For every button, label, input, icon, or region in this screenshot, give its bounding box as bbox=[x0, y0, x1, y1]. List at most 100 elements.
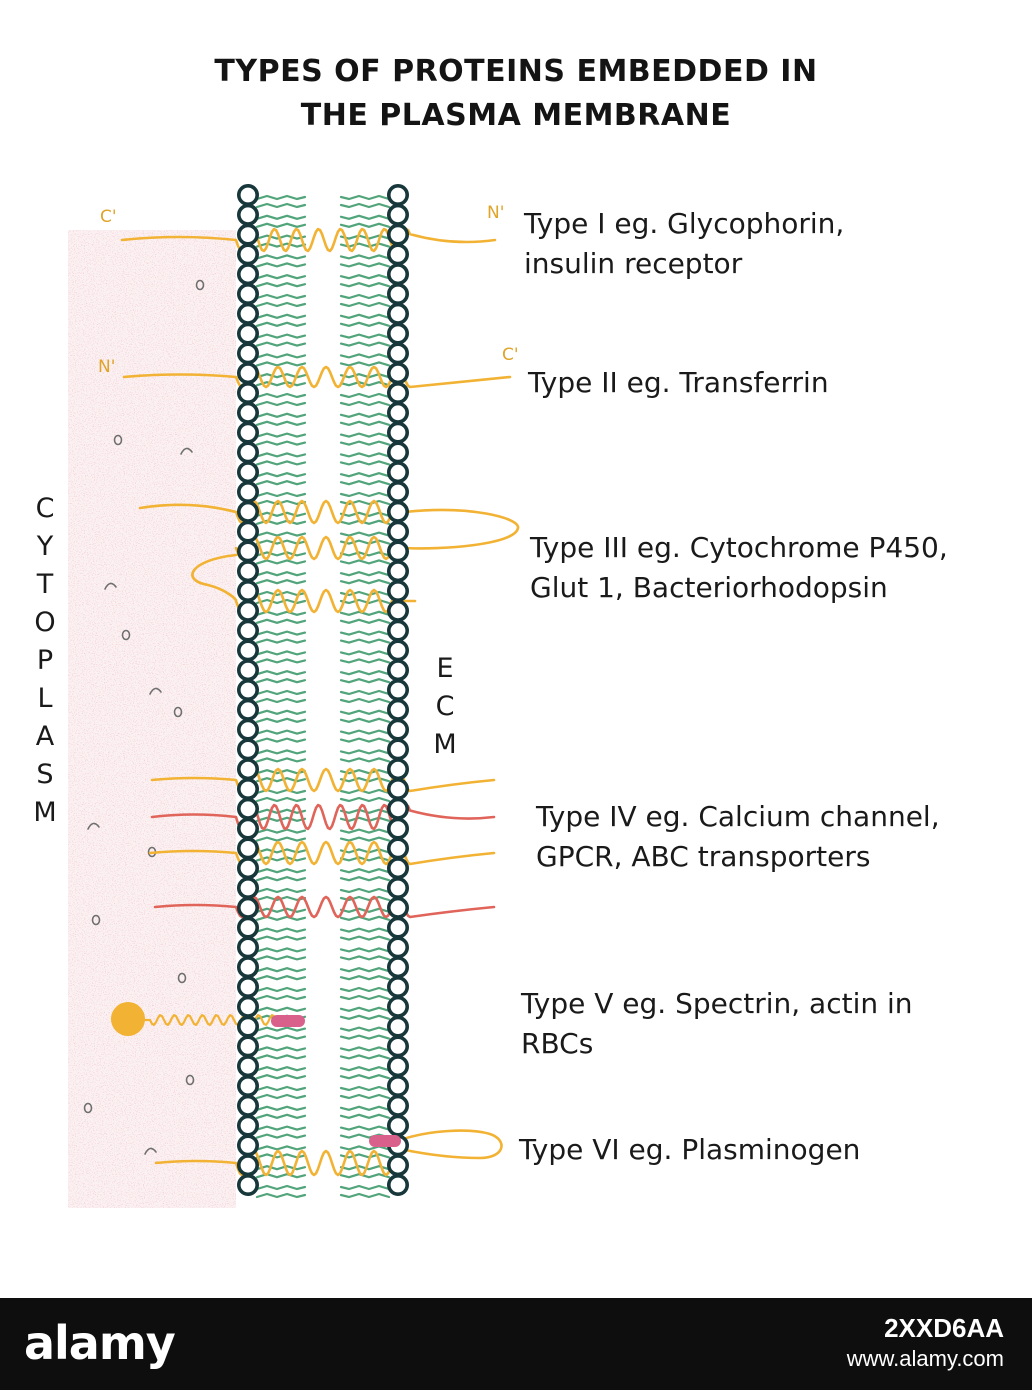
lipid-tail bbox=[339, 341, 391, 347]
lipid-tail bbox=[339, 729, 391, 735]
type-4-line-1: Type IV eg. Calcium channel, bbox=[536, 800, 940, 833]
type-1-n-terminus: N' bbox=[487, 203, 504, 223]
phospholipid-head bbox=[237, 263, 260, 286]
watermark-footer: alamy 2XXD6AA www.alamy.com bbox=[0, 1298, 1032, 1390]
lipid-tail bbox=[255, 1145, 307, 1151]
lipid-tail bbox=[255, 947, 307, 953]
phospholipid-head bbox=[237, 916, 260, 939]
lipid-tail bbox=[339, 670, 391, 676]
lipid-tail bbox=[255, 994, 307, 1001]
phospholipid-head bbox=[237, 421, 260, 444]
type-3-label: Type III eg. Cytochrome P450, Glut 1, Ba… bbox=[530, 528, 948, 608]
cytoplasm-particles bbox=[83, 279, 205, 1155]
phospholipid-head bbox=[386, 797, 409, 820]
phospholipid-head bbox=[386, 916, 409, 939]
lipid-tail bbox=[339, 689, 391, 696]
lipid-tail bbox=[255, 472, 307, 478]
lipid-tail bbox=[255, 254, 307, 260]
lipid-tail bbox=[255, 777, 307, 783]
lipid-tail bbox=[339, 796, 391, 803]
lipid-tail bbox=[255, 1165, 307, 1171]
lipid-tail bbox=[255, 808, 307, 814]
cytoplasm-particle bbox=[121, 629, 131, 641]
phospholipid-head bbox=[237, 1055, 260, 1078]
lipid-tail bbox=[339, 440, 391, 446]
phospholipid-head bbox=[386, 758, 409, 781]
phospholipid-head bbox=[386, 777, 409, 800]
cytoplasm-particle bbox=[185, 1074, 195, 1086]
lipid-tail bbox=[339, 749, 391, 755]
phospholipid-head bbox=[386, 1055, 409, 1078]
type-1-line-2: insulin receptor bbox=[524, 247, 743, 280]
phospholipid-head bbox=[237, 1174, 260, 1197]
phospholipid-head bbox=[237, 1134, 260, 1157]
cytoplasm-particle bbox=[83, 1102, 93, 1114]
phospholipid-head bbox=[237, 857, 260, 880]
lipid-tail bbox=[255, 460, 307, 466]
lipid-tail bbox=[339, 737, 391, 743]
lipid-tail bbox=[255, 551, 307, 557]
lipid-tail bbox=[255, 887, 307, 894]
lipid-tail bbox=[339, 650, 391, 656]
lipid-tail bbox=[255, 559, 307, 565]
type-5-lipid-anchor bbox=[271, 1015, 305, 1027]
lipid-tail bbox=[255, 709, 307, 715]
cytoplasm-particle bbox=[91, 914, 101, 926]
lipid-tail bbox=[339, 986, 391, 993]
lipid-tail bbox=[255, 222, 307, 228]
lipid-tail bbox=[339, 432, 391, 438]
lipid-tail bbox=[339, 333, 391, 339]
lipid-tail bbox=[339, 1066, 391, 1072]
lipid-tail bbox=[255, 452, 307, 458]
lipid-tail bbox=[255, 531, 307, 537]
lipid-tail bbox=[339, 1173, 391, 1179]
protein-anchors bbox=[111, 1002, 401, 1147]
lipid-tail bbox=[255, 432, 307, 438]
phospholipid-head bbox=[237, 995, 260, 1018]
lipid-tail bbox=[339, 947, 391, 953]
lipid-tail bbox=[339, 400, 391, 407]
lipid-tail bbox=[339, 313, 391, 319]
phospholipid-head bbox=[386, 441, 409, 464]
phospholipid-head bbox=[237, 1094, 260, 1117]
lipid-tail bbox=[339, 491, 391, 498]
lipid-tail bbox=[255, 1113, 307, 1119]
phospholipid-head bbox=[386, 461, 409, 484]
phospholipid-head bbox=[237, 362, 260, 385]
lipid-tail bbox=[255, 301, 307, 308]
type-2-n-terminus: N' bbox=[98, 357, 115, 377]
lipid-tail bbox=[255, 757, 307, 763]
lipid-tail bbox=[339, 887, 391, 894]
phospholipid-head bbox=[386, 540, 409, 563]
lipid-tail bbox=[339, 788, 391, 795]
phospholipid-head bbox=[386, 995, 409, 1018]
phospholipid-head bbox=[237, 381, 260, 404]
lipid-tail bbox=[339, 392, 391, 399]
type-6-label: Type VI eg. Plasminogen bbox=[519, 1130, 860, 1170]
phospholipid-head bbox=[386, 1154, 409, 1177]
lipid-tail bbox=[339, 1054, 391, 1060]
phospholipid-head bbox=[386, 975, 409, 998]
type-5-globular-domain bbox=[111, 1002, 145, 1036]
phospholipid-head bbox=[237, 698, 260, 721]
lipid-tail bbox=[255, 313, 307, 319]
lipid-tail bbox=[339, 709, 391, 715]
lipid-tail bbox=[255, 1093, 307, 1100]
phospholipid-head bbox=[386, 956, 409, 979]
lipid-tail bbox=[339, 994, 391, 1001]
phospholipid-head bbox=[386, 698, 409, 721]
phospholipid-head bbox=[237, 619, 260, 642]
phospholipid-head bbox=[386, 1075, 409, 1098]
phospholipid-head bbox=[237, 282, 260, 305]
title-line-1: TYPES OF PROTEINS EMBEDDED IN bbox=[214, 54, 818, 89]
type-6-line-1: Type VI eg. Plasminogen bbox=[519, 1133, 861, 1166]
lipid-tail bbox=[255, 571, 307, 577]
type-1-line-1: Type I eg. Glycophorin, bbox=[524, 207, 845, 240]
cytoplasm-particle bbox=[87, 822, 100, 830]
phospholipid-head bbox=[237, 322, 260, 345]
phospholipid-head bbox=[386, 184, 409, 207]
lipid-tail bbox=[255, 650, 307, 656]
lipid-tail bbox=[255, 836, 307, 842]
